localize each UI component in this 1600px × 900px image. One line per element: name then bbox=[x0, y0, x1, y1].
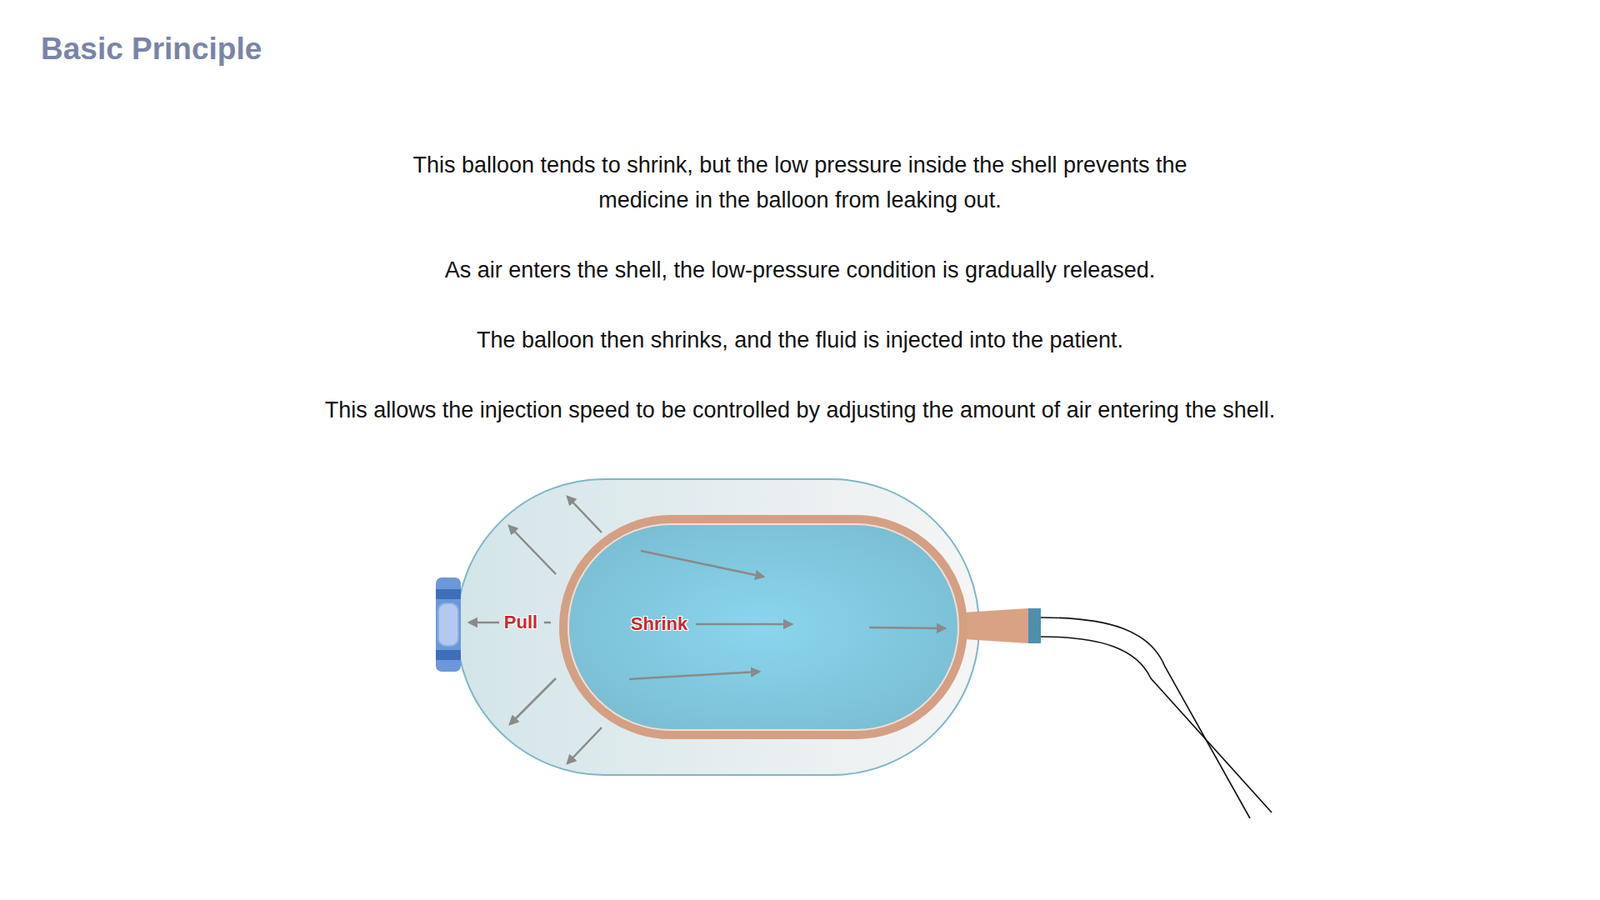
balloon-inner-line bbox=[568, 524, 959, 730]
explanation-text: The balloon then shrinks, and the fluid … bbox=[0, 322, 1600, 358]
explanation-line: This allows the injection speed to be co… bbox=[325, 392, 1276, 428]
valve-stripe bbox=[435, 650, 461, 660]
force-arrow bbox=[509, 525, 556, 575]
force-arrow bbox=[640, 550, 764, 577]
force-arrow bbox=[567, 727, 602, 764]
part-label: Pull bbox=[504, 611, 538, 634]
explanation-text: This allows the injection speed to be co… bbox=[0, 392, 1600, 428]
valve-knob bbox=[435, 577, 461, 672]
shell: Pull Shrink bbox=[455, 478, 980, 776]
force-arrow bbox=[869, 627, 945, 629]
explanation-line: This balloon tends to shrink, but the lo… bbox=[383, 147, 1217, 218]
balloon-outline bbox=[563, 519, 964, 735]
diagram-title: Basic Principle bbox=[40, 31, 262, 67]
part-label: Shrink bbox=[630, 613, 688, 635]
explanation-text: This balloon tends to shrink, but the lo… bbox=[0, 147, 1600, 218]
shell-outline bbox=[456, 479, 980, 775]
force-arrow bbox=[567, 496, 602, 533]
explanation-text: As air enters the shell, the low-pressur… bbox=[0, 252, 1600, 288]
valve-inner bbox=[438, 603, 459, 646]
force-arrow bbox=[469, 621, 500, 625]
nozzle-band bbox=[1028, 608, 1041, 644]
balloon-outline bbox=[559, 515, 968, 740]
force-arrow bbox=[629, 671, 760, 680]
explanation-line: As air enters the shell, the low-pressur… bbox=[445, 252, 1155, 288]
balloon: Shrink bbox=[559, 515, 968, 740]
force-arrow bbox=[544, 621, 551, 625]
tube-line bbox=[1040, 617, 1250, 819]
valve-stripe bbox=[435, 589, 461, 600]
tube-line bbox=[1040, 636, 1272, 813]
force-arrow bbox=[510, 678, 556, 725]
force-arrow bbox=[695, 623, 792, 626]
explanation-line: The balloon then shrinks, and the fluid … bbox=[476, 322, 1124, 358]
